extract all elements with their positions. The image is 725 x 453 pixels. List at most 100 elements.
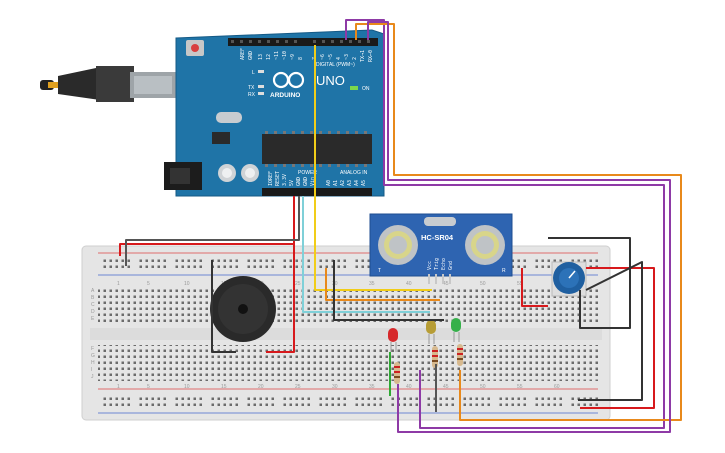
svg-text:10: 10	[184, 384, 190, 390]
wires	[119, 19, 682, 433]
svg-text:J: J	[91, 374, 94, 380]
svg-text:A0: A0	[326, 180, 332, 186]
svg-text:A2: A2	[340, 180, 346, 186]
svg-text:A1: A1	[333, 180, 339, 186]
svg-text:G: G	[91, 353, 95, 359]
svg-text:55: 55	[517, 384, 523, 390]
sensor-r-mark: R	[502, 268, 506, 274]
terminal-strip-top	[98, 287, 598, 323]
svg-text:~9: ~9	[290, 54, 296, 60]
svg-text:40: 40	[406, 281, 412, 287]
svg-text:RX←0: RX←0	[368, 50, 374, 62]
svg-text:~10: ~10	[282, 51, 288, 60]
tx-label: TX	[248, 85, 255, 91]
svg-text:AREF: AREF	[240, 48, 246, 60]
svg-text:8: 8	[298, 57, 304, 60]
svg-text:~11: ~11	[274, 51, 280, 60]
svg-text:13: 13	[258, 54, 264, 60]
svg-text:A: A	[91, 288, 95, 294]
svg-text:Echo: Echo	[441, 258, 447, 270]
svg-text:B: B	[91, 295, 95, 301]
svg-text:A5: A5	[361, 180, 367, 186]
wire-yellow	[314, 45, 432, 291]
svg-text:H: H	[91, 360, 95, 366]
svg-text:20: 20	[258, 384, 264, 390]
svg-text:RESET: RESET	[275, 171, 281, 186]
svg-text:Vin: Vin	[310, 177, 316, 186]
piezo-buzzer	[210, 276, 276, 342]
svg-text:12: 12	[266, 54, 272, 60]
svg-text:45: 45	[443, 281, 449, 287]
wire-pot-black	[548, 237, 631, 329]
svg-text:ARDUINO: ARDUINO	[270, 92, 300, 99]
digital-label: DIGITAL (PWM~)	[316, 62, 355, 68]
svg-text:5: 5	[147, 281, 150, 287]
svg-text:45: 45	[443, 384, 449, 390]
svg-text:TX→1: TX→1	[360, 50, 366, 62]
wire-buzzer-red	[266, 244, 295, 353]
wire-pot-black-2	[578, 261, 643, 401]
svg-text:1: 1	[117, 384, 120, 390]
svg-text:GND: GND	[303, 177, 309, 186]
sensor-pin-labels: Vcc Trig Echo Gnd	[427, 258, 454, 270]
svg-text:5V: 5V	[289, 180, 295, 186]
svg-text:D: D	[91, 309, 95, 315]
svg-text:50: 50	[480, 384, 486, 390]
svg-text:25: 25	[295, 281, 301, 287]
row-letters: A B C D E F G H I J	[91, 288, 95, 380]
svg-text:35: 35	[369, 384, 375, 390]
svg-text:55: 55	[517, 281, 523, 287]
svg-text:A4: A4	[354, 180, 360, 186]
bottom-rail-holes	[100, 394, 598, 408]
svg-text:IOREF: IOREF	[268, 171, 274, 186]
digital-header	[228, 38, 378, 46]
arduino-uno-board: AREF GND 13 12 ~11 ~10 ~9 8 7 ~6 ~5 4 ~3…	[164, 29, 385, 197]
svg-text:I: I	[91, 367, 92, 373]
sensor-model: HC-SR04	[421, 233, 454, 242]
crystal	[216, 112, 242, 123]
on-label: ON	[362, 86, 370, 92]
arduino-logo: ARDUINO	[270, 71, 305, 99]
wire-cyan	[302, 196, 430, 313]
l-label: L	[252, 70, 255, 76]
terminal-strip-bottom	[98, 345, 598, 381]
svg-text:F: F	[91, 346, 94, 352]
svg-text:C: C	[91, 302, 95, 308]
green-led	[451, 318, 461, 342]
wire-buzzer-black	[211, 260, 236, 353]
svg-text:40: 40	[406, 384, 412, 390]
yellow-led	[426, 320, 436, 344]
svg-text:15: 15	[221, 384, 227, 390]
power-label: POWER	[298, 170, 317, 176]
svg-text:5: 5	[147, 384, 150, 390]
sensor-t-mark: T	[378, 268, 381, 274]
power-analog-header	[262, 188, 372, 196]
resistor	[432, 346, 438, 368]
wire-5v-red	[119, 196, 295, 256]
wire-purple-2	[367, 21, 671, 433]
usb-cable	[40, 66, 176, 102]
wire-orange-short	[325, 268, 440, 301]
svg-text:3.3V: 3.3V	[282, 174, 288, 186]
svg-text:2: 2	[352, 57, 358, 60]
rx-label: RX	[248, 92, 256, 98]
svg-text:Vcc: Vcc	[427, 261, 433, 270]
svg-text:~5: ~5	[328, 54, 334, 60]
wire-dark	[333, 260, 444, 321]
resistor	[394, 362, 400, 384]
svg-text:50: 50	[480, 281, 486, 287]
svg-text:10: 10	[184, 281, 190, 287]
wire-pot-red	[580, 267, 655, 409]
wire-orange-long	[355, 23, 682, 421]
potentiometer[interactable]	[551, 261, 587, 297]
on-led	[350, 86, 358, 90]
svg-text:A3: A3	[347, 180, 353, 186]
breadboard: A B C D E F G H I J 1 5 10 15 20 25 30 3…	[81, 245, 611, 421]
svg-text:35: 35	[369, 281, 375, 287]
power-pin-labels: IOREF RESET 3.3V 5V GND GND Vin A0 A1 A2…	[268, 171, 367, 186]
svg-text:GND: GND	[296, 177, 302, 186]
svg-text:E: E	[91, 316, 95, 322]
svg-text:~3: ~3	[344, 54, 350, 60]
svg-text:~6: ~6	[320, 54, 326, 60]
